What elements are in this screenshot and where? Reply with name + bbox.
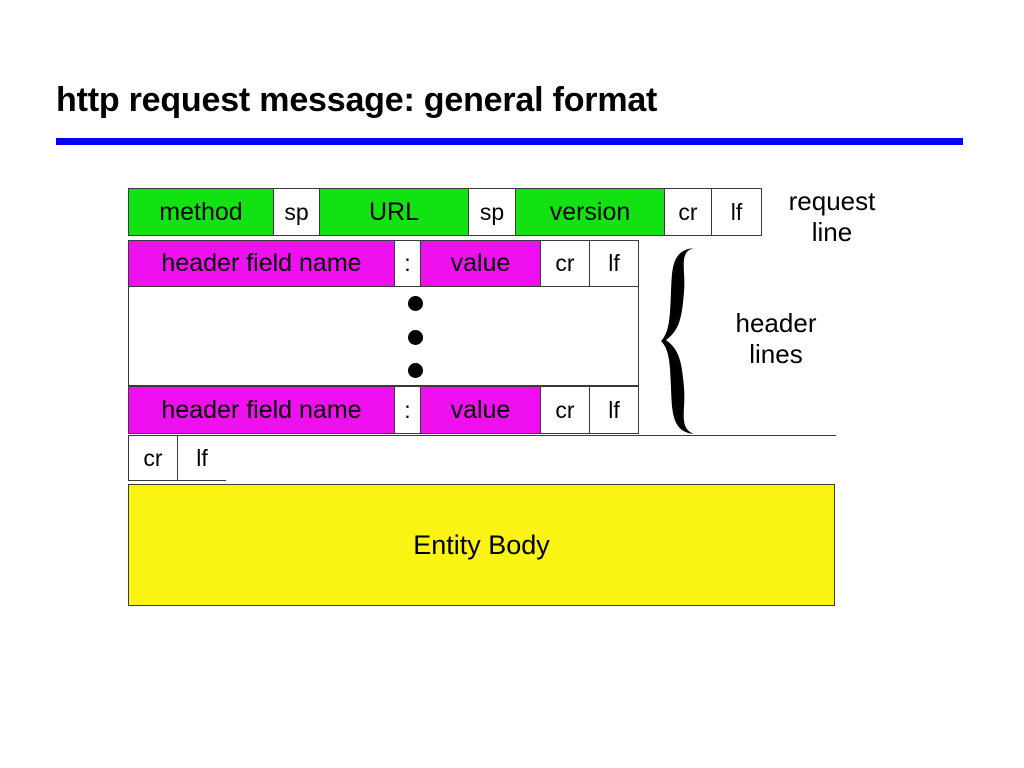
cell-colon-last: : <box>394 386 421 434</box>
vertical-ellipsis-icon <box>404 296 426 378</box>
cell-cr-blank-line: cr <box>128 435 178 481</box>
header-lines-ellipsis-region <box>128 286 639 386</box>
cell-sp-1: sp <box>273 188 320 236</box>
cell-lf-header-first: lf <box>589 240 639 287</box>
label-header-lines: header lines <box>735 308 817 369</box>
cell-sp-2: sp <box>468 188 516 236</box>
cell-value-last: value <box>420 386 541 434</box>
title-underline-rule <box>56 138 963 145</box>
cell-header-field-name-first: header field name <box>128 240 395 287</box>
cell-header-field-name-last: header field name <box>128 386 395 434</box>
page-title: http request message: general format <box>56 81 658 119</box>
cell-lf-blank-line: lf <box>177 435 227 481</box>
cell-lf-header-last: lf <box>589 386 639 434</box>
label-request-line: request line <box>788 186 876 247</box>
curly-brace-icon <box>661 248 694 434</box>
cell-lf-request-line: lf <box>711 188 762 236</box>
ellipsis-dot <box>407 329 423 345</box>
cell-value-first: value <box>420 240 541 287</box>
cell-cr-header-last: cr <box>540 386 590 434</box>
cell-method: method <box>128 188 274 236</box>
cell-cr-header-first: cr <box>540 240 590 287</box>
ellipsis-dot <box>407 296 423 311</box>
cell-version: version <box>515 188 665 236</box>
cell-entity-body: Entity Body <box>128 484 835 606</box>
cell-cr-request-line: cr <box>664 188 712 236</box>
ellipsis-dot <box>407 363 423 378</box>
cell-colon-first: : <box>394 240 421 287</box>
blank-line-remainder <box>226 435 836 481</box>
cell-url: URL <box>319 188 469 236</box>
